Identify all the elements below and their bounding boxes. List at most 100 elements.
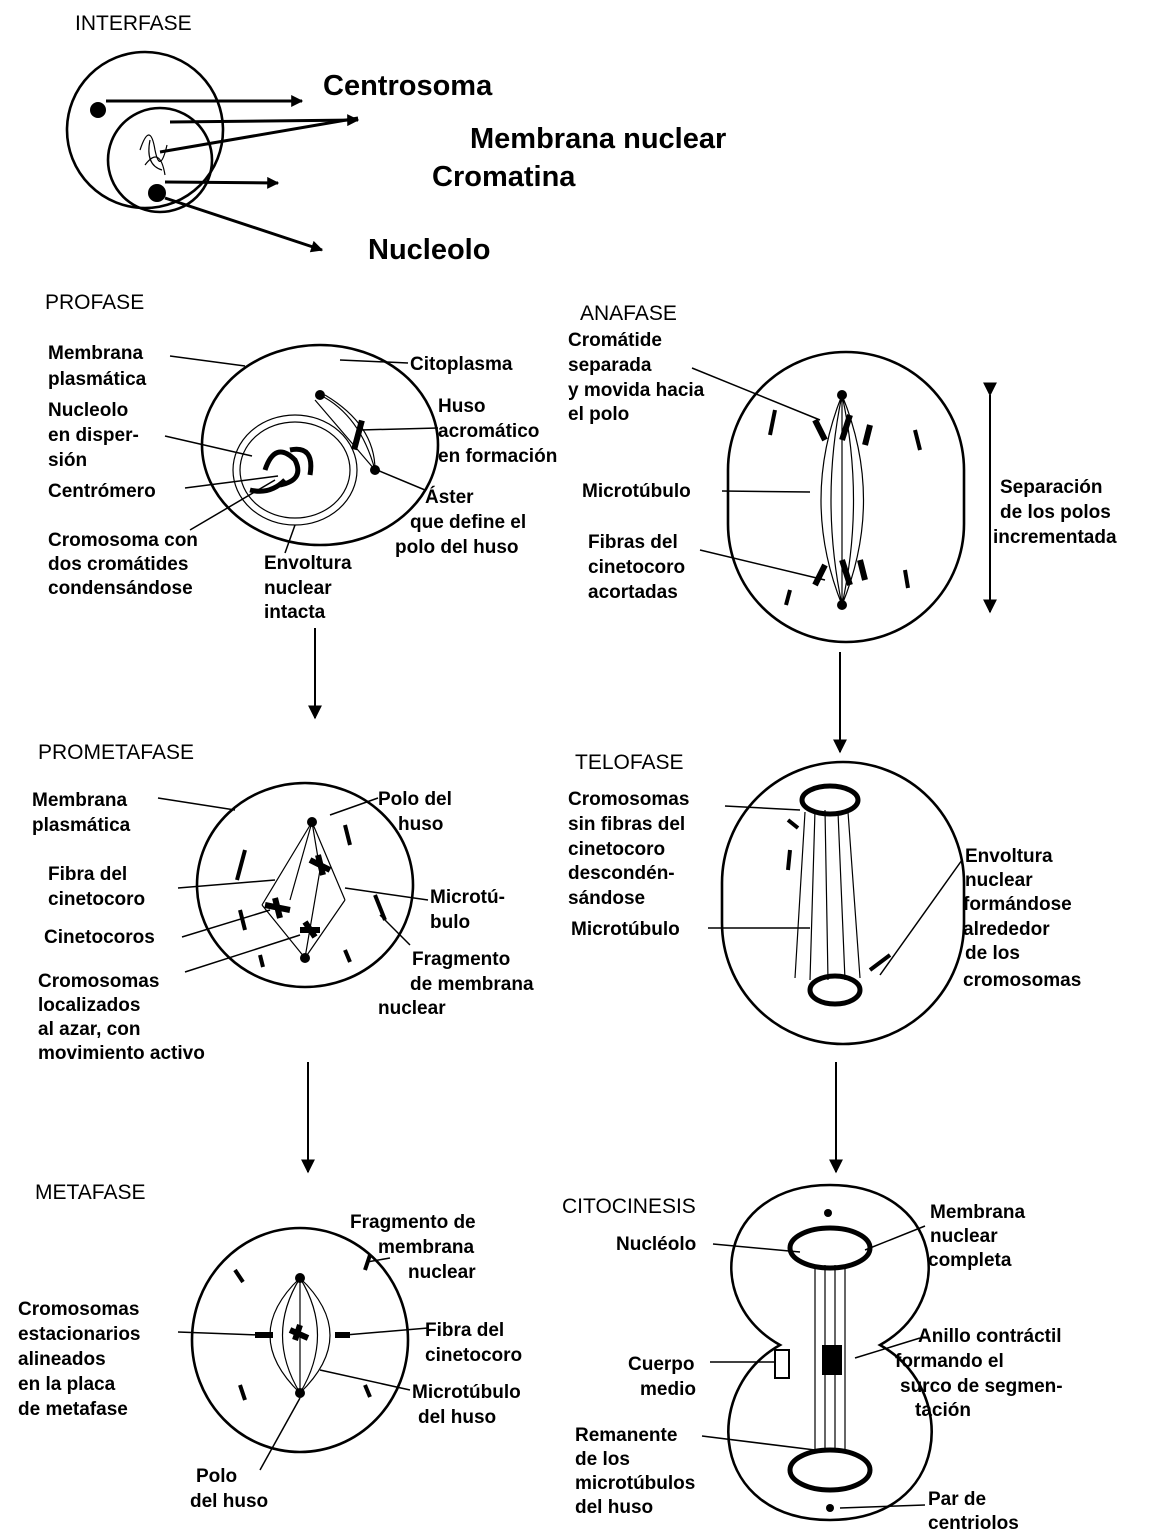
interfase-panel: INTERFASE Centrosoma Membrana nuclear Cr… [67,12,726,266]
metafase-panel: METAFASE Fragmento de membrana nuclear C… [18,1181,522,1512]
label-dos-cromatides: dos cromátides [48,554,188,575]
prometafase-panel: PROMETAFASE Membrana plasmática Fibra de… [32,741,534,1172]
label-polo-del: Polo del [378,789,452,810]
anafase-panel: ANAFASE Cromátide separada y movida haci… [568,302,1117,752]
label-movida-hacia: y movida hacia [568,380,705,401]
profase-nucleus [233,415,357,525]
anafase-spindle [821,395,864,605]
centrosome-dot [90,102,106,118]
label-separada: separada [568,355,652,376]
label-en-dispersion: en disper- [48,425,139,446]
label-del-huso: del huso [575,1497,653,1518]
label-cromosoma-con: Cromosoma con [48,530,198,551]
label-microtubulo: Microtúbulo [412,1382,521,1403]
label-cinetocoro: cinetocoro [48,889,145,910]
anafase-title: ANAFASE [580,302,677,325]
label-huso: huso [398,814,443,835]
label-cromosomas-2: cromosomas [963,970,1081,991]
profase-title: PROFASE [45,291,144,314]
label-membrana-nuclear: Membrana nuclear [470,123,726,155]
label-del-huso-2: del huso [190,1491,268,1512]
midbody [822,1345,842,1375]
label-polo: Polo [196,1466,237,1487]
label-acromatico: acromático [438,421,539,442]
label-cinetocoros: Cinetocoros [44,927,155,948]
prometafase-title: PROMETAFASE [38,741,194,764]
label-de-los: de los [965,943,1020,964]
label-centrosoma: Centrosoma [323,70,493,102]
label-fibra-del: Fibra del [48,864,127,885]
label-membrana: Membrana [48,343,143,364]
label-nuclear: nuclear [408,1262,476,1283]
label-estacionarios: estacionarios [18,1324,141,1345]
label-cromosomas: Cromosomas [38,971,159,992]
nucleolus-dot [148,184,166,202]
label-completa: completa [928,1250,1012,1271]
label-al-azar: al azar, con [38,1019,140,1040]
label-aster: Áster [425,486,474,508]
label-centromero: Centrómero [48,481,156,502]
label-separacion: Separación [1000,477,1102,498]
label-de-metafase: de metafase [18,1399,128,1420]
label-cinetocoro: cinetocoro [588,557,685,578]
label-de-los-polos: de los polos [1000,502,1111,523]
label-intacta: intacta [264,602,326,623]
label-del-huso: del huso [418,1407,496,1428]
label-remanente: Remanente [575,1425,677,1446]
label-cuerpo: Cuerpo [628,1354,695,1375]
label-cinetocoro: cinetocoro [425,1345,522,1366]
label-fibras-del: Fibras del [588,532,678,553]
label-condensandose: condensándose [48,578,193,599]
telofase-panel: TELOFASE Cromosomas sin fibras del cinet… [568,751,1081,1172]
label-fragmento: Fragmento [412,949,510,970]
label-que-define: que define el [410,512,526,533]
label-membrana: Membrana [930,1202,1025,1223]
profase-chromosomes [250,449,311,491]
label-membrana: Membrana [32,790,127,811]
centrioles-top [824,1209,832,1217]
citocinesis-panel: CITOCINESIS Nucléolo Membrana nuclear co… [562,1185,1063,1533]
label-microtu: Microtú- [430,887,505,908]
label-alineados: alineados [18,1349,106,1370]
label-huso: Huso [438,396,486,417]
label-fragmento-de: Fragmento de [350,1212,476,1233]
label-bulo: bulo [430,912,470,933]
label-fibra-del: Fibra del [425,1320,504,1341]
label-de-membrana: de membrana [410,974,534,995]
label-envoltura: Envoltura [965,846,1053,867]
arrow-nucleolo [165,198,322,250]
label-nuclear: nuclear [378,998,446,1019]
label-surco: surco de segmen- [900,1376,1063,1397]
label-cromosomas: Cromosomas [568,789,689,810]
label-centriolos: centriolos [928,1513,1019,1533]
interfase-cell [67,52,223,208]
label-microtubulo: Microtúbulo [582,481,691,502]
label-incrementada: incrementada [993,527,1117,548]
arrow-cromatina [165,182,278,183]
centrioles-bottom [826,1504,834,1512]
label-par-de: Par de [928,1489,986,1510]
label-nucleolo: Nucléolo [616,1234,696,1255]
label-formando-el: formando el [895,1351,1004,1372]
telofase-chromosomes-top [802,786,858,814]
label-microtubulo: Microtúbulo [571,919,680,940]
label-tacion: tación [915,1400,971,1421]
label-microtubulos: microtúbulos [575,1473,695,1494]
profase-spindle [315,395,375,470]
citocinesis-nucleus-bottom [790,1450,870,1490]
label-de-los: de los [575,1449,630,1470]
label-en-la-placa: en la placa [18,1374,116,1395]
label-nuclear: nuclear [930,1226,998,1247]
label-localizados: localizados [38,995,140,1016]
metafase-chromosomes [255,1325,350,1340]
citocinesis-nucleus-top [790,1228,870,1268]
label-envoltura: Envoltura [264,553,352,574]
label-membrana: membrana [378,1237,475,1258]
label-cinetocoro: cinetocoro [568,839,665,860]
label-plasmatica: plasmática [48,369,147,390]
label-citoplasma: Citoplasma [410,354,513,375]
label-cromosomas: Cromosomas [18,1299,139,1320]
prometafase-spindle [262,822,345,958]
prometafase-chromosomes [265,855,330,937]
